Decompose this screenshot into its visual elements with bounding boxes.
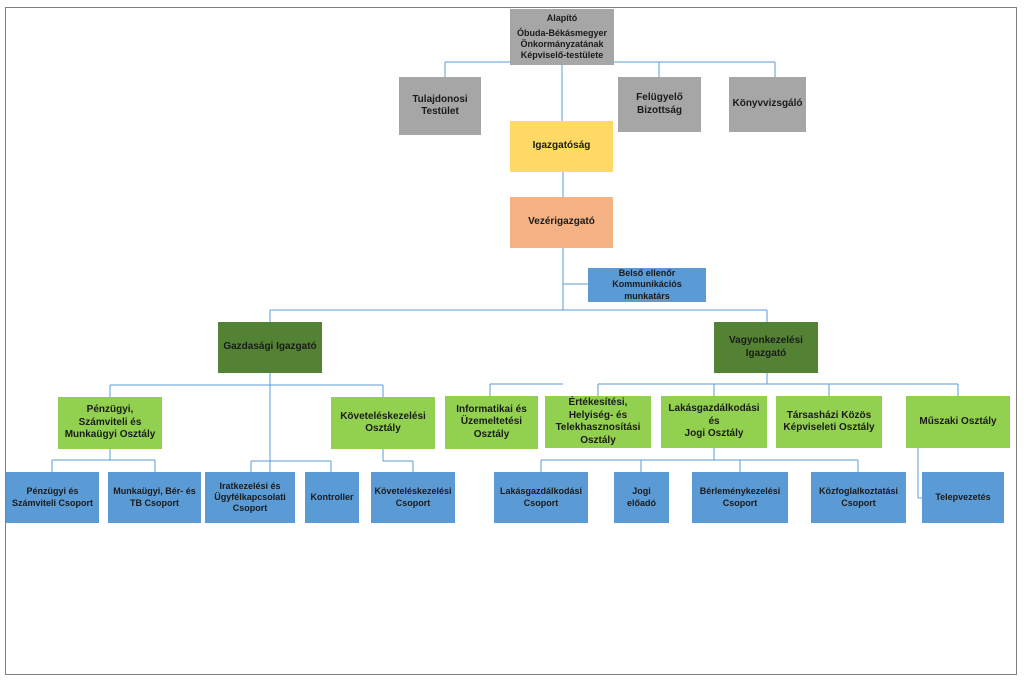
receivables-group-box: Követeléskezelési Csoport bbox=[371, 472, 455, 523]
it-department-box: Informatikai és Üzemeltetési Osztály bbox=[445, 396, 538, 449]
founder-box: Alapító Óbuda-Békásmegyer Önkormányzatán… bbox=[510, 9, 614, 65]
technical-department-box: Műszaki Osztály bbox=[906, 396, 1010, 448]
economic-director-box: Gazdasági Igazgató bbox=[218, 322, 322, 373]
board-of-directors-box: Igazgatóság bbox=[510, 121, 613, 172]
ceo-box: Vezérigazgató bbox=[510, 197, 613, 248]
site-management-box: Telepvezetés bbox=[922, 472, 1004, 523]
housing-legal-department-box: Lakásgazdálkodási és Jogi Osztály bbox=[661, 396, 767, 448]
asset-director-box: Vagyonkezelési Igazgató bbox=[714, 322, 818, 373]
ownership-board-box: Tulajdonosi Testület bbox=[399, 77, 481, 135]
records-group-box: Iratkezelési és Ügyfélkapcsolati Csoport bbox=[205, 472, 295, 523]
payroll-group-box: Munkaügyi, Bér- és TB Csoport bbox=[108, 472, 201, 523]
controller-box: Kontroller bbox=[305, 472, 359, 523]
founder-org: Óbuda-Békásmegyer Önkormányzatának Képvi… bbox=[516, 27, 608, 61]
auditor-box: Könyvvizsgáló bbox=[729, 77, 806, 132]
lease-group-box: Bérleménykezelési Csoport bbox=[692, 472, 788, 523]
housing-group-box: Lakásgazdálkodási Csoport bbox=[494, 472, 588, 523]
diagram-frame bbox=[5, 7, 1017, 675]
public-works-group-box: Közfoglalkoztatási Csoport bbox=[811, 472, 906, 523]
receivables-department-box: Követeléskezelési Osztály bbox=[331, 397, 435, 449]
finance-department-box: Pénzügyi, Számviteli és Munkaügyi Osztál… bbox=[58, 397, 162, 449]
finance-accounting-group-box: Pénzügyi és Számviteli Csoport bbox=[6, 472, 99, 523]
staff-box: Belső ellenőr Kommunikációs munkatárs bbox=[588, 268, 706, 302]
property-sales-department-box: Értékesítési, Helyiség- és Telekhasznosí… bbox=[545, 396, 651, 448]
condo-department-box: Társasházi Közös Képviseleti Osztály bbox=[776, 396, 882, 448]
supervisory-board-box: Felügyelő Bizottság bbox=[618, 77, 701, 132]
founder-title: Alapító bbox=[546, 12, 578, 23]
legal-officer-box: Jogi előadó bbox=[614, 472, 669, 523]
